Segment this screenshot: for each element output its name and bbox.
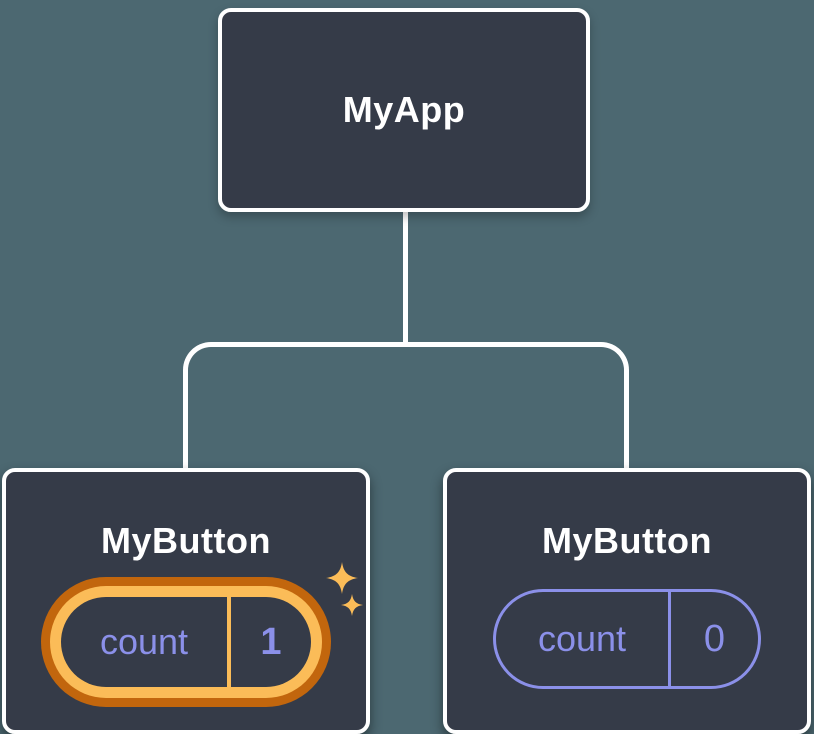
state-key-cell: count (61, 597, 227, 687)
state-pill-highlight-ring: count 1 (50, 586, 322, 698)
child-right-label: MyButton (542, 520, 712, 561)
pill-divider (668, 592, 671, 686)
state-key-label: count (99, 621, 189, 662)
pill-divider (227, 597, 231, 687)
child-left-label: MyButton (101, 520, 271, 561)
sparkle-large-icon (326, 562, 358, 594)
sparkle-small-icon (341, 594, 363, 616)
state-value-cell: 1 (231, 597, 311, 687)
state-value-label: 1 (260, 620, 282, 663)
root-node-label: MyApp (342, 89, 466, 130)
state-key-cell: count (496, 592, 668, 686)
state-pill-highlighted: count 1 (41, 577, 331, 707)
state-pill-body: count 1 (61, 597, 311, 687)
state-pill: count 0 (493, 589, 761, 689)
connector-stem (403, 210, 408, 347)
child-node-right: MyButton count 0 (443, 468, 811, 734)
state-value-cell: 0 (671, 592, 758, 686)
connector-bracket (183, 342, 629, 468)
child-node-left: MyButton count 1 (2, 468, 370, 734)
state-key-label: count (537, 618, 627, 659)
state-value-label: 0 (703, 617, 726, 660)
root-node: MyApp (218, 8, 590, 212)
